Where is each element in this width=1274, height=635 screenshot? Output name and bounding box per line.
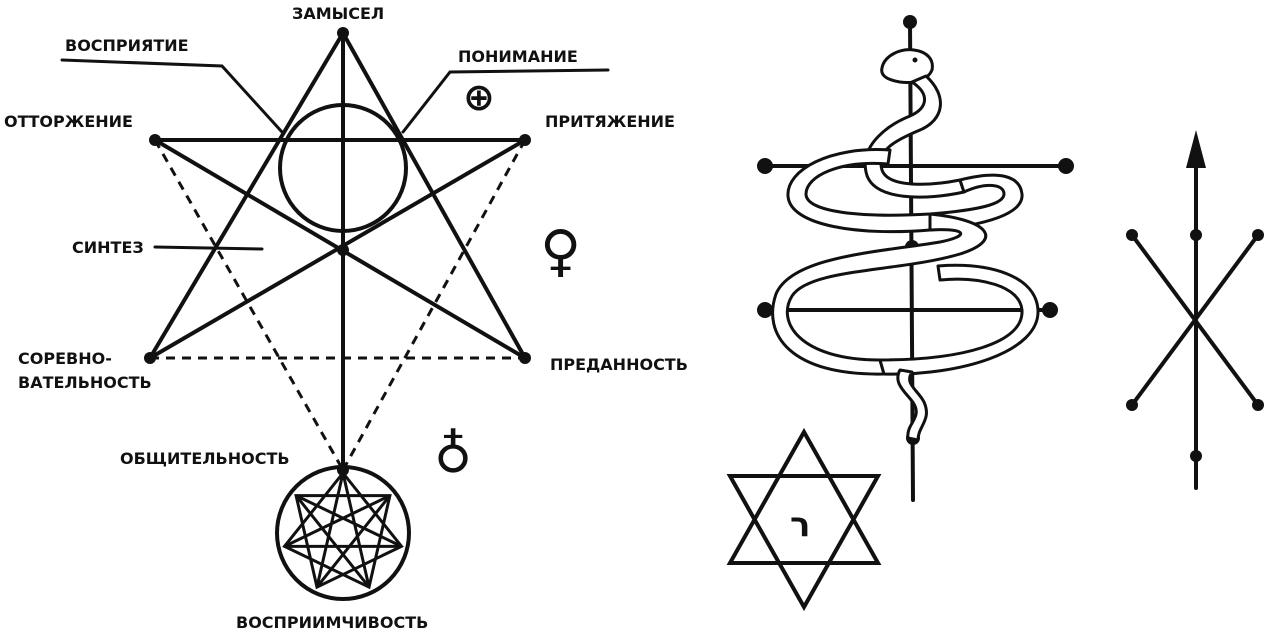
label-vospriyatie: ВОСПРИЯТИЕ bbox=[65, 36, 189, 55]
heptagram-circle bbox=[275, 465, 411, 601]
arrow-cross-node-br bbox=[1252, 399, 1264, 411]
arrow-cross-node-bl bbox=[1126, 399, 1138, 411]
heptagram-star bbox=[283, 472, 403, 588]
arrow-head-icon bbox=[1186, 130, 1206, 168]
label-prityazhenie: ПРИТЯЖЕНИЕ bbox=[545, 112, 675, 131]
label-ottorzhenie: ОТТОРЖЕНИЕ bbox=[4, 112, 133, 131]
caduceus-lower-right-node bbox=[1042, 302, 1058, 318]
leader-vospriyatie bbox=[60, 58, 284, 134]
arrow-cross-node-tr bbox=[1252, 229, 1264, 241]
label-predannost: ПРЕДАННОСТЬ bbox=[550, 355, 688, 374]
earth-symbol-icon: ⊕ bbox=[463, 75, 495, 119]
label-sintez: СИНТЕЗ bbox=[72, 238, 144, 257]
label-ponimanie: ПОНИМАНИЕ bbox=[458, 47, 578, 66]
cross-orb-symbol-icon: ♁ bbox=[434, 425, 472, 485]
leader-sintez bbox=[153, 245, 264, 251]
venus-symbol-icon: ♀ bbox=[540, 219, 581, 284]
arrow-cross-figure bbox=[1126, 130, 1264, 490]
node-predannost bbox=[519, 352, 531, 364]
hexagram-down-triangle bbox=[726, 474, 882, 612]
hexagram-figure: ר bbox=[726, 427, 882, 612]
caduceus-lower-left-node bbox=[757, 302, 773, 318]
label-zamysel: ЗАМЫСЕЛ bbox=[292, 4, 384, 23]
node-prityazhenie bbox=[519, 134, 531, 146]
heptagram-inner-star bbox=[282, 470, 404, 590]
label-sorevno-line2: ВАТЕЛЬНОСТЬ bbox=[18, 373, 152, 392]
arrow-cross-node-tc bbox=[1190, 229, 1202, 241]
arrow-cross-node-tl bbox=[1126, 229, 1138, 241]
node-ottorzhenie bbox=[149, 134, 161, 146]
arrow-cross-node-bc bbox=[1190, 450, 1202, 462]
leader-ponimanie bbox=[401, 68, 610, 134]
serpent-icon bbox=[771, 48, 1040, 442]
up-triangle-right bbox=[341, 31, 527, 360]
node-zamysel bbox=[337, 27, 349, 39]
caduceus-upper-right-node bbox=[1058, 158, 1074, 174]
node-center bbox=[337, 244, 349, 256]
node-sorevno bbox=[144, 352, 156, 364]
label-sorevno-line1: СОРЕВНО- bbox=[18, 349, 112, 368]
label-obshchitelnost: ОБЩИТЕЛЬНОСТЬ bbox=[120, 449, 290, 468]
hexagram-letter: ר bbox=[790, 505, 810, 545]
hexagram-up-triangle bbox=[726, 427, 882, 565]
label-vospriimchivost: ВОСПРИИМЧИВОСТЬ bbox=[236, 613, 428, 632]
bottom-heptagram bbox=[275, 465, 411, 601]
main-star-figure bbox=[60, 27, 610, 601]
arrow-cross-diag-b bbox=[1130, 233, 1260, 407]
caduceus-figure bbox=[757, 15, 1074, 502]
caduceus-upper-left-node bbox=[757, 158, 773, 174]
caduceus-top-node bbox=[903, 15, 917, 29]
